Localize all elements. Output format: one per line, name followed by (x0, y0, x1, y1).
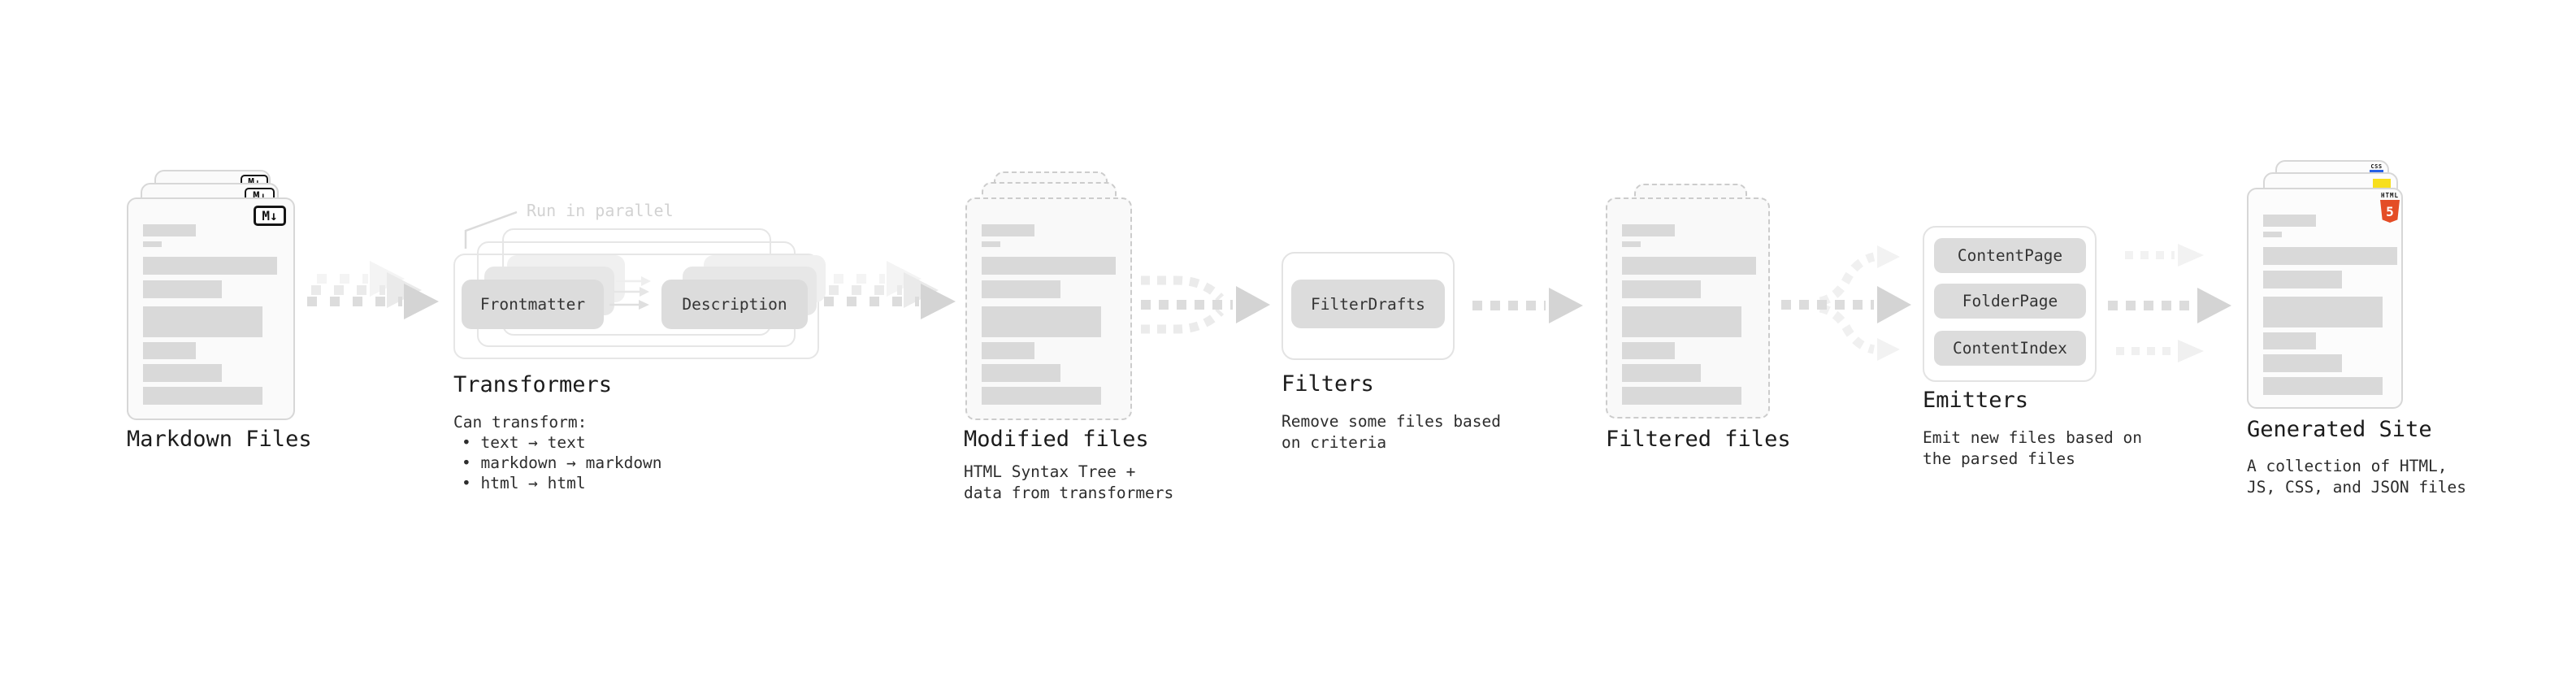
stage-desc-generated-site: A collection of HTML, JS, CSS, and JSON … (2247, 457, 2467, 497)
filtered-file-card (1606, 197, 1770, 419)
doc-text-bar (143, 257, 277, 275)
doc-text-bar (2263, 297, 2383, 327)
filters-container (1281, 252, 1455, 360)
transformer-box-description: Description (661, 280, 808, 329)
filter-box-filterdrafts: FilterDrafts (1291, 280, 1445, 328)
doc-text-bar (2263, 354, 2342, 372)
transformers-bullet: • html → html (462, 474, 586, 492)
stage-label-emitters: Emitters (1923, 388, 2029, 413)
doc-text-bar (982, 241, 1000, 247)
markdown-file-card (127, 197, 295, 420)
doc-text-bar (1622, 280, 1701, 298)
emitter-box-folderpage: FolderPage (1934, 284, 2086, 319)
doc-text-bar (2263, 215, 2316, 227)
emitters-container (1923, 226, 2097, 382)
doc-text-bar (1622, 306, 1741, 337)
js-icon (2373, 179, 2391, 190)
transformers-desc-heading: Can transform: (453, 413, 588, 432)
doc-text-bar (982, 306, 1101, 337)
doc-text-bar (143, 342, 196, 359)
transformer-box-frontmatter: Frontmatter (462, 280, 604, 329)
stage-desc-emitters: Emit new files based on the parsed files (1923, 428, 2143, 468)
markdown-icon: M↓ (254, 206, 286, 226)
arrow-filters-to-filtered (1472, 288, 1583, 323)
arrow-filtered-to-emitters (1781, 245, 1911, 361)
stage-label-modified-files: Modified files (964, 427, 1149, 452)
transformers-bullet: • markdown → markdown (462, 453, 662, 472)
css-icon: CSS (2370, 163, 2383, 172)
emitter-box-contentindex: ContentIndex (1934, 331, 2086, 366)
stage-label-filtered-files: Filtered files (1606, 427, 1791, 452)
doc-text-bar (2263, 247, 2397, 265)
doc-text-bar (1622, 387, 1741, 405)
doc-text-bar (1622, 224, 1675, 236)
doc-text-bar (982, 280, 1060, 298)
html5-icon-word: HTML (2380, 192, 2400, 199)
doc-text-bar (2263, 377, 2383, 395)
arrow-emitters-to-site (2108, 244, 2231, 362)
doc-text-bar (1622, 241, 1641, 247)
emitter-box-contentpage: ContentPage (1934, 238, 2086, 273)
doc-text-bar (2263, 332, 2316, 349)
doc-text-bar (2263, 271, 2342, 288)
stage-desc-modified-files: HTML Syntax Tree + data from transformer… (964, 462, 1174, 502)
stage-label-markdown-files: Markdown Files (127, 427, 312, 452)
transformers-bullet: • text → text (462, 433, 586, 452)
html5-icon-shield: 5 (2380, 200, 2400, 223)
run-in-parallel-note: Run in parallel (527, 201, 674, 220)
doc-text-bar (143, 306, 262, 337)
doc-text-bar (143, 387, 262, 405)
doc-text-bar (143, 241, 162, 247)
doc-text-bar (143, 224, 196, 236)
site-file-card (2247, 188, 2403, 409)
stage-label-transformers: Transformers (453, 372, 613, 397)
arrow-modified-to-filters (1141, 275, 1270, 334)
html5-icon: HTML 5 (2379, 193, 2400, 223)
doc-text-bar (982, 387, 1101, 405)
arrow-transformers-to-modified (824, 261, 956, 319)
doc-text-bar (1622, 257, 1756, 275)
doc-text-bar (143, 364, 222, 382)
doc-text-bar (2263, 232, 2282, 237)
doc-text-bar (1622, 342, 1675, 359)
modified-file-card (965, 197, 1132, 420)
doc-text-bar (982, 224, 1034, 236)
doc-text-bar (982, 342, 1034, 359)
transformer-layer-front (453, 254, 819, 359)
doc-text-bar (982, 364, 1060, 382)
doc-text-bar (982, 257, 1116, 275)
stage-label-filters: Filters (1281, 371, 1374, 397)
stage-label-generated-site: Generated Site (2247, 417, 2432, 442)
stage-desc-filters: Remove some files based on criteria (1281, 412, 1502, 452)
arrow-files-to-transformers (307, 261, 439, 319)
doc-text-bar (143, 280, 222, 298)
doc-text-bar (1622, 364, 1701, 382)
